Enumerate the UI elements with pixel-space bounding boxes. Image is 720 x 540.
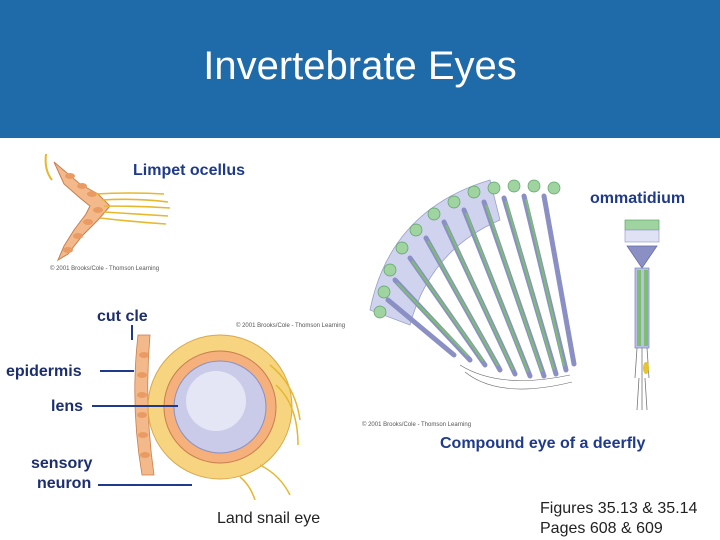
ommatidium-illustration: [624, 219, 660, 411]
figure-reference: Figures 35.13 & 35.14: [540, 500, 698, 517]
neuron-label: neuron: [37, 475, 92, 492]
limpet-citation: © 2001 Brooks/Cole - Thomson Learning: [50, 266, 160, 272]
snail-eye-citation: © 2001 Brooks/Cole - Thomson Learning: [236, 323, 346, 329]
limpet-ocellus-label: Limpet ocellus: [133, 162, 246, 179]
sensory-neuron-pointer: [98, 484, 192, 486]
epidermis-pointer: [100, 370, 134, 372]
land-snail-eye-label: Land snail eye: [217, 510, 321, 527]
epidermis-label: epidermis: [6, 363, 82, 380]
lens-label: lens: [51, 398, 84, 415]
sensory-label: sensory: [31, 455, 93, 472]
lens-pointer: [92, 405, 178, 407]
land-snail-eye-illustration: [134, 334, 301, 500]
ommatidium-label: ommatidium: [590, 190, 686, 207]
page-reference: Pages 608 & 609: [540, 520, 663, 537]
compound-eye-citation: © 2001 Brooks/Cole - Thomson Learning: [362, 422, 472, 428]
title-bar: [0, 0, 720, 138]
limpet-ocellus-illustration: [44, 153, 171, 262]
slide-title: Invertebrate Eyes: [203, 44, 517, 88]
cuticle-label: cut cle: [97, 308, 148, 325]
compound-eye-label: Compound eye of a deerfly: [440, 435, 646, 452]
cuticle-pointer: [131, 325, 133, 340]
compound-eye-illustration: [369, 179, 577, 390]
